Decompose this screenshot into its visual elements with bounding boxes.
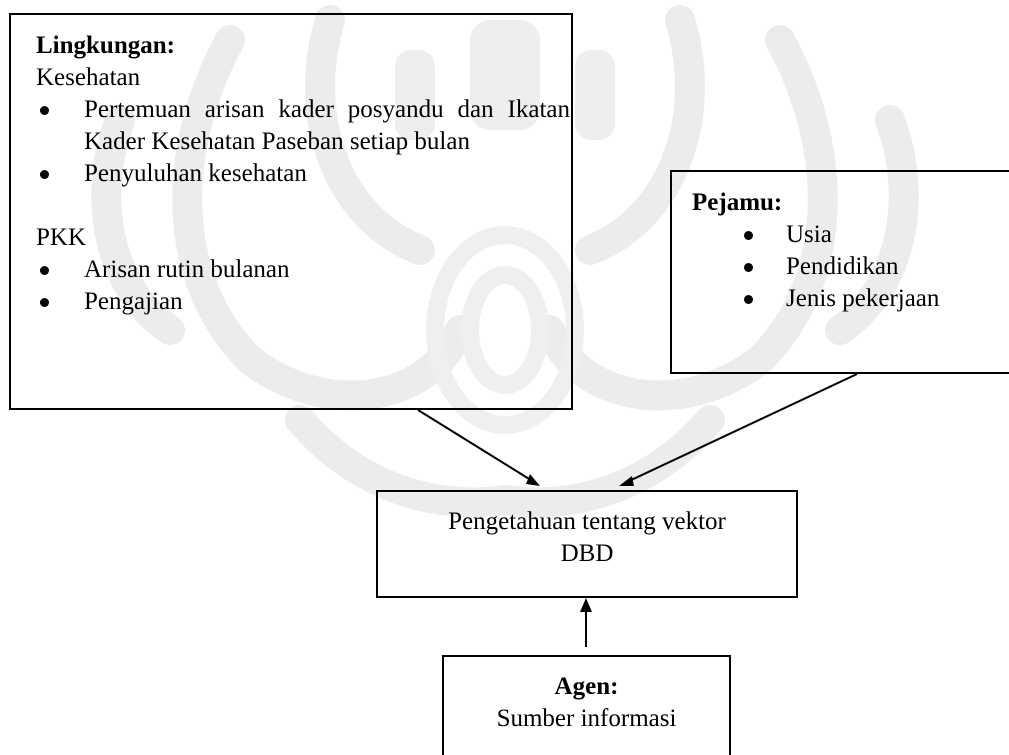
lingkungan-title: Lingkungan: xyxy=(36,32,175,59)
list-item-label: Penyuluhan kesehatan xyxy=(84,160,307,187)
agen-subtitle: Sumber informasi xyxy=(496,705,677,732)
list-item: Jenis pekerjaan xyxy=(692,283,1009,315)
pengetahuan-line-2: DBD xyxy=(560,540,614,567)
agen-box: Agen: Sumber informasi xyxy=(442,655,731,755)
pejamu-list: Usia Pendidikan Jenis pekerjaan xyxy=(692,219,1009,315)
pkk-label: PKK xyxy=(36,224,87,251)
lingkungan-box: Lingkungan: Kesehatan Pertemuan arisan k… xyxy=(9,13,573,410)
pengetahuan-line-1: Pengetahuan tentang vektor xyxy=(448,508,726,535)
list-item-label: Jenis pekerjaan xyxy=(786,285,940,312)
pejamu-title: Pejamu: xyxy=(692,189,783,216)
list-item: Arisan rutin bulanan xyxy=(36,254,571,286)
list-item-label: Pertemuan arisan kader posyandu dan Ikat… xyxy=(84,96,570,155)
list-item: Pendidikan xyxy=(692,251,1009,283)
pejamu-box: Pejamu: Usia Pendidikan Jenis pekerjaan xyxy=(670,170,1009,374)
list-item: Usia xyxy=(692,219,1009,251)
list-item-label: Arisan rutin bulanan xyxy=(84,256,290,283)
bullet-icon xyxy=(40,266,49,275)
list-item-label: Pengajian xyxy=(84,288,183,315)
bullet-icon xyxy=(40,170,49,179)
agen-title: Agen: xyxy=(554,673,619,700)
kesehatan-label: Kesehatan xyxy=(36,64,141,91)
list-item: Penyuluhan kesehatan xyxy=(36,158,571,190)
bullet-icon xyxy=(744,295,753,304)
bullet-icon xyxy=(40,298,49,307)
connector-lingkungan xyxy=(417,409,535,483)
arrowhead-agen xyxy=(580,598,592,612)
pkk-list: Arisan rutin bulanan Pengajian xyxy=(36,254,571,318)
connector-pejamu xyxy=(626,373,858,483)
kesehatan-list: Pertemuan arisan kader posyandu dan Ikat… xyxy=(36,94,571,190)
list-item: Pengajian xyxy=(36,286,571,318)
pengetahuan-box: Pengetahuan tentang vektor DBD xyxy=(376,490,798,598)
bullet-icon xyxy=(40,106,49,115)
bullet-icon xyxy=(744,263,753,272)
bullet-icon xyxy=(744,231,753,240)
list-item: Pertemuan arisan kader posyandu dan Ikat… xyxy=(36,94,571,158)
arrowhead-lingkungan xyxy=(526,474,540,486)
arrowhead-pejamu xyxy=(619,476,634,486)
list-item-label: Pendidikan xyxy=(786,253,899,280)
list-item-label: Usia xyxy=(786,221,832,248)
